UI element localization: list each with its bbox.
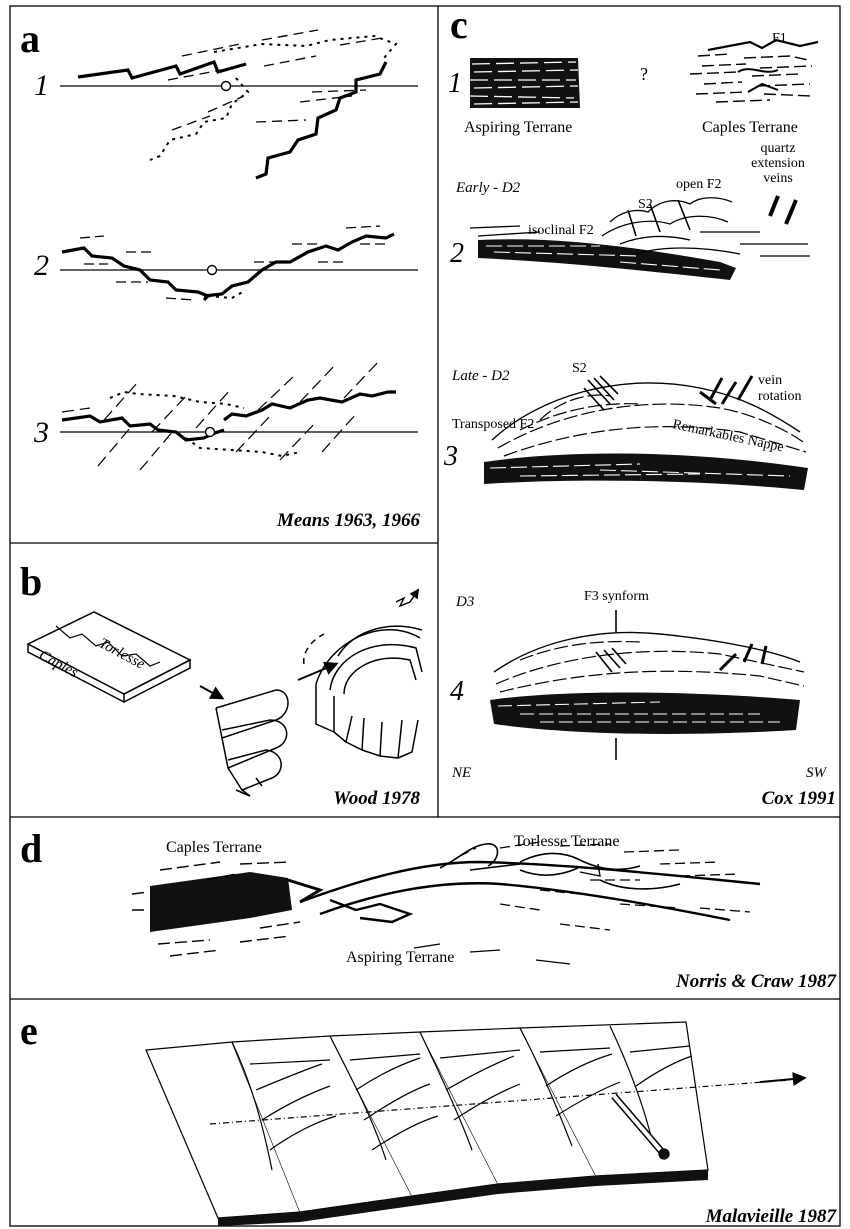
panel-c-step-1: 1 <box>448 68 462 99</box>
panel-a-step-2: 2 <box>34 249 49 282</box>
panel-d-citation: Norris & Craw 1987 <box>675 971 837 992</box>
torlesse-terrane-label-d: Torlesse Terrane <box>514 833 619 850</box>
transposed-f2-label: Transposed F2 <box>452 417 534 432</box>
panel-e: e Malavieille 1987 <box>20 1008 837 1227</box>
fold-sketch-a3 <box>60 360 418 470</box>
caples-terrane-label: Caples Terrane <box>702 119 798 136</box>
open-f2-label: open F2 <box>676 177 722 192</box>
f3-synform-label: F3 synform <box>584 589 649 604</box>
caples-sketch <box>690 40 818 102</box>
panel-b: b Torlesse Caples <box>20 559 422 809</box>
panel-a-letter: a <box>20 16 40 61</box>
panel-a-citation: Means 1963, 1966 <box>276 510 421 531</box>
sw-label: SW <box>806 765 828 781</box>
aspiring-terrane-label-d: Aspiring Terrane <box>346 949 454 966</box>
d3-label: D3 <box>455 594 474 610</box>
panel-d: d Caples Terrane Torlesse Terrane Aspiri… <box>20 826 837 992</box>
nappe-cross-section <box>132 842 760 964</box>
panel-c-letter: c <box>450 2 468 47</box>
panel-e-letter: e <box>20 1008 38 1053</box>
panel-c-step-4: 4 <box>450 676 464 707</box>
question-mark: ? <box>640 64 648 84</box>
panel-c-step-2: 2 <box>450 238 464 269</box>
panel-d-letter: d <box>20 826 42 871</box>
lightning-arrow-icon <box>396 590 418 606</box>
aspiring-schist-sketch <box>470 58 580 108</box>
panel-a-step-1: 1 <box>34 69 49 102</box>
quartz-label-line1: quartz <box>761 141 796 156</box>
panel-a-step-3: 3 <box>33 416 49 449</box>
panel-c-citation: Cox 1991 <box>762 788 836 809</box>
late-d2-label: Late - D2 <box>451 368 510 384</box>
vein-label-line1: vein <box>758 373 782 388</box>
panel-a: a 1 2 3 <box>20 16 420 531</box>
fold-sketch-a1 <box>60 30 418 178</box>
s2-label-late: S2 <box>572 361 587 376</box>
shear-zone-block-diagram <box>146 1022 804 1226</box>
isoclinal-f2-label: isoclinal F2 <box>528 223 594 238</box>
panel-b-citation: Wood 1978 <box>333 788 420 809</box>
f1-label: F1 <box>772 31 787 46</box>
panel-c-step-3: 3 <box>443 441 458 472</box>
panel-e-citation: Malavieille 1987 <box>705 1206 838 1227</box>
folded-layers-sketch <box>216 690 288 796</box>
caples-terrane-label-d: Caples Terrane <box>166 839 262 856</box>
aspiring-terrane-label: Aspiring Terrane <box>464 119 572 136</box>
torlesse-caples-block: Torlesse Caples <box>28 612 190 702</box>
quartz-label-line2: extension <box>751 156 805 171</box>
panel-b-letter: b <box>20 559 42 604</box>
vein-label-line2: rotation <box>758 389 802 404</box>
quartz-label-line3: veins <box>763 171 793 186</box>
fold-sketch-a2 <box>60 226 418 300</box>
nappe-fold-sketch <box>304 626 422 758</box>
d3-synform-sketch <box>490 610 804 760</box>
early-d2-label: Early - D2 <box>455 180 521 196</box>
panel-c: c 1 ? F1 Aspiring Terrane Caples Terrane… <box>443 2 836 809</box>
ne-label: NE <box>451 765 471 781</box>
